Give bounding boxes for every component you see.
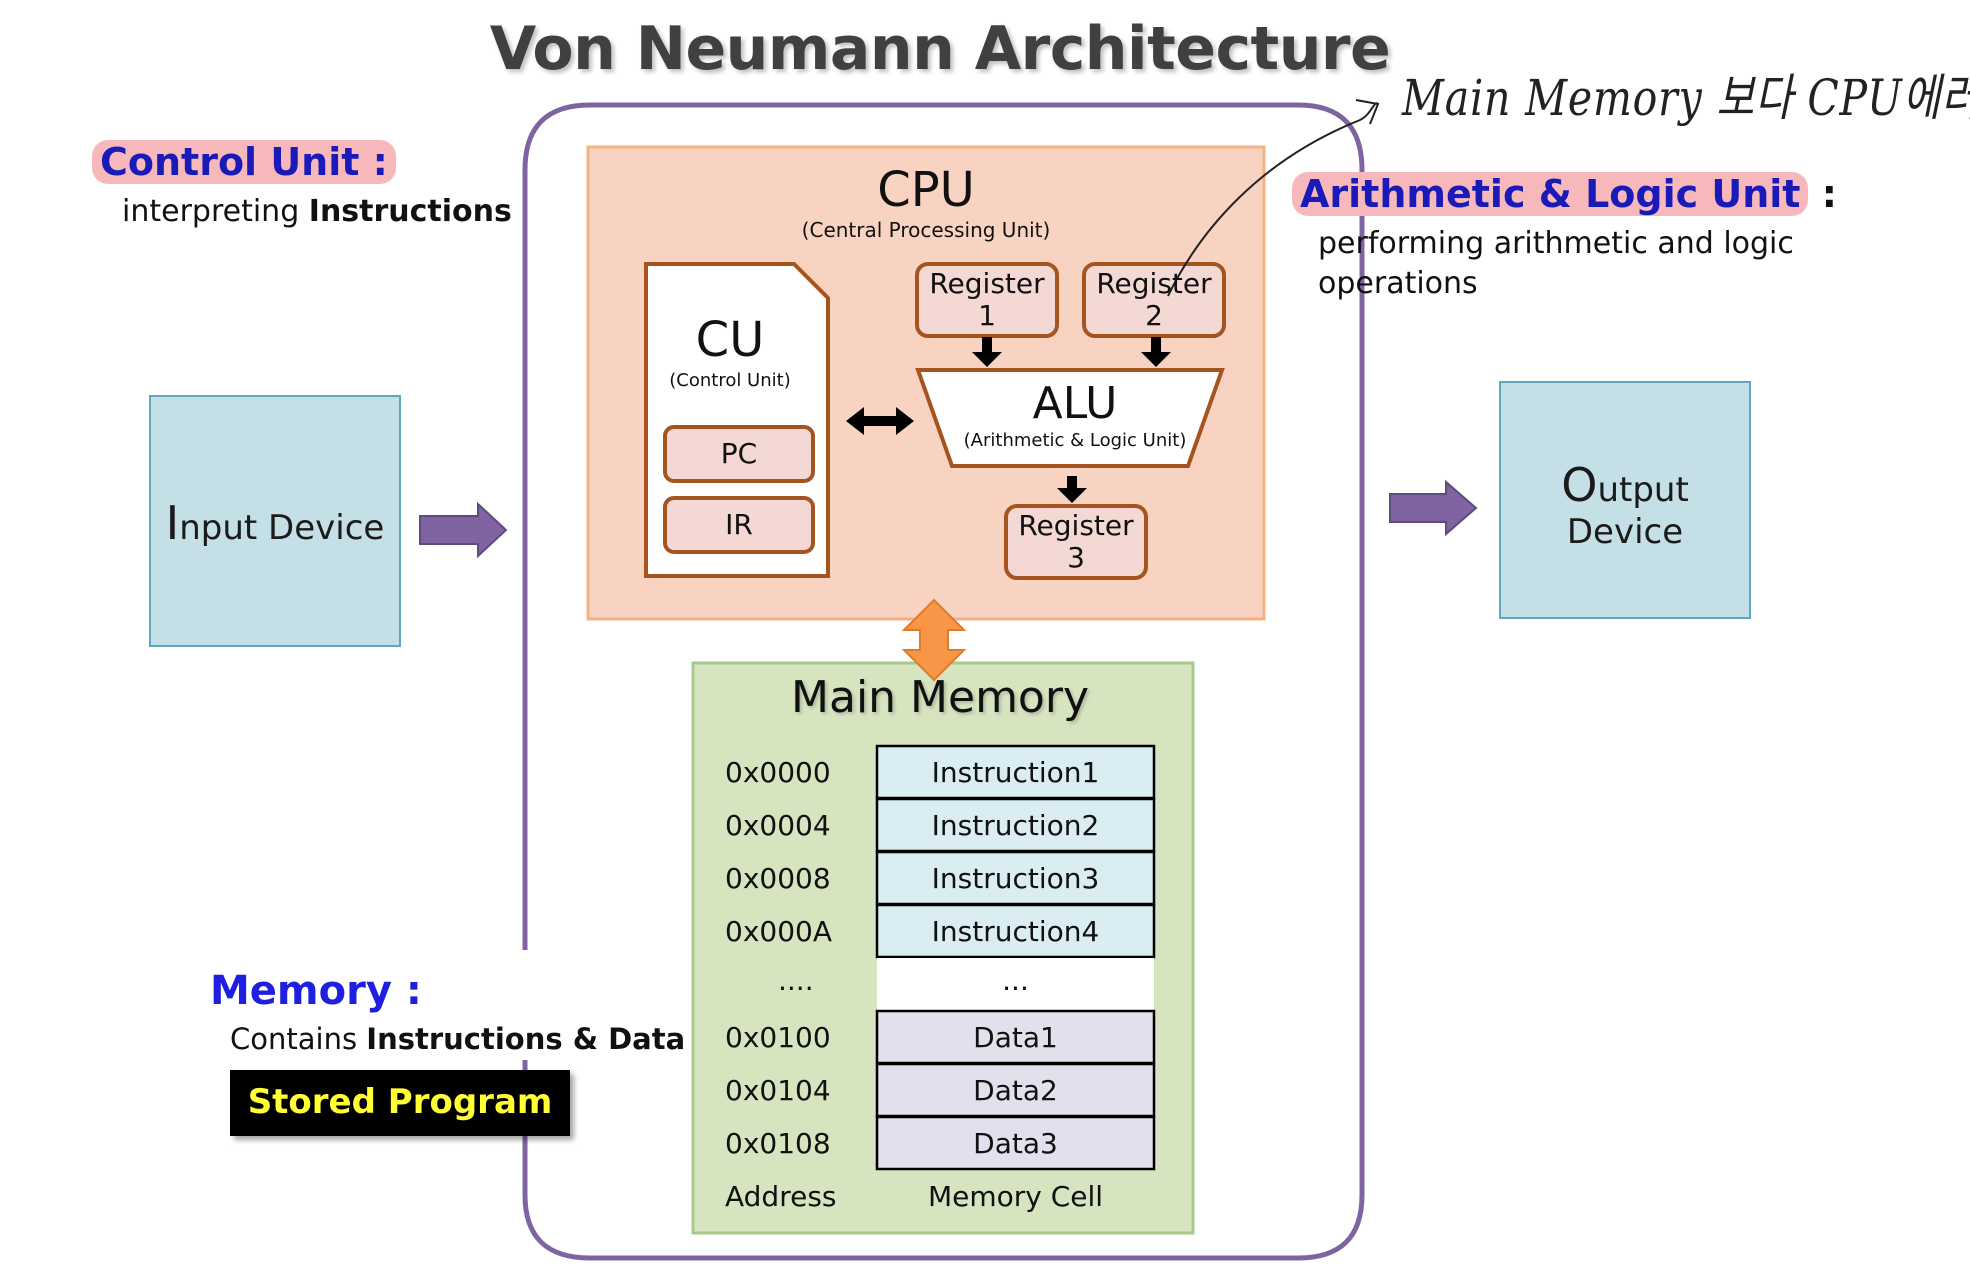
annotation-arrowhead <box>1355 99 1380 125</box>
memory-heading: Memory : <box>210 968 422 1014</box>
memory-cell <box>875 903 1156 959</box>
alu-box <box>915 368 1225 468</box>
cpu-subtitle: (Central Processing Unit) <box>801 218 1051 242</box>
control-unit-heading: Control Unit : <box>92 140 396 184</box>
memory-cell-value: Instruction4 <box>931 915 1100 948</box>
output-device-initial: O <box>1561 458 1598 512</box>
alu-description: performing arithmetic and logic operatio… <box>1318 226 1794 301</box>
memory-address: 0x0000 <box>725 756 831 789</box>
memory-address: 0x0008 <box>725 862 831 895</box>
register-2-label: Register 2 <box>1084 268 1224 332</box>
memory-cell-value: Instruction2 <box>931 809 1100 842</box>
stored-program-label: Stored Program <box>247 1082 553 1122</box>
system-boundary <box>522 102 1365 1261</box>
memory-desc-plain: Contains <box>230 1022 367 1056</box>
memory-cell-gap <box>877 958 1154 1010</box>
register-1-down-arrow <box>972 337 1002 367</box>
memory-address-ellipsis: .... <box>778 964 814 997</box>
cu-subtitle: (Control Unit) <box>669 370 791 391</box>
page-title: Von Neumann Architecture <box>489 14 1391 84</box>
memory-cell-column-header: Memory Cell <box>927 1180 1104 1213</box>
input-flow-arrow <box>419 501 508 559</box>
memory-cell-value: Data1 <box>973 1021 1058 1054</box>
register-1-label: Register 1 <box>917 268 1057 332</box>
memory-address: 0x000A <box>725 915 832 948</box>
alu-title: ALU <box>1032 378 1118 429</box>
alu-down-arrow <box>1057 476 1087 503</box>
cpu-memory-double-arrow <box>901 598 967 682</box>
input-device-initial: I <box>165 496 180 550</box>
input-device-rest: nput Device <box>179 508 385 548</box>
memory-cell <box>875 850 1156 906</box>
memory-cell <box>875 1009 1156 1065</box>
memory-address: 0x0104 <box>725 1074 831 1107</box>
register-3-box <box>1004 504 1148 580</box>
memory-cell-ellipsis: ... <box>1002 964 1029 997</box>
ir-label: IR <box>725 508 753 541</box>
alu-heading: Arithmetic & Logic Unit : <box>1292 172 1837 216</box>
pc-label: PC <box>720 437 758 470</box>
register-1-line1: Register <box>929 267 1045 300</box>
memory-cell-value: Instruction1 <box>931 756 1100 789</box>
memory-cell-value: Instruction3 <box>931 862 1100 895</box>
alu-heading-text: Arithmetic & Logic Unit <box>1292 172 1809 216</box>
ir-box <box>663 496 815 554</box>
alu-heading-colon: : <box>1808 172 1837 216</box>
output-device-box <box>1499 381 1751 619</box>
cpu-title: CPU <box>877 162 975 218</box>
cu-alu-double-arrow <box>846 407 914 435</box>
memory-cell <box>875 1115 1156 1171</box>
handwritten-note: Main Memory 보다 CPU에러 가 <box>1402 69 1970 127</box>
control-unit-desc-bold: Instructions <box>308 194 512 229</box>
memory-desc-bold: Instructions & Data <box>366 1022 686 1056</box>
register-2-down-arrow <box>1141 337 1171 367</box>
annotation-pointer <box>1167 102 1379 297</box>
register-3-label: Register 3 <box>1006 510 1146 574</box>
cu-title: CU <box>695 312 765 368</box>
pc-box <box>663 425 815 483</box>
control-unit-desc-plain: interpreting <box>122 194 309 229</box>
memory-cell-value: Data2 <box>973 1074 1058 1107</box>
memory-address: 0x0108 <box>725 1127 831 1160</box>
register-2-line1: Register <box>1096 267 1212 300</box>
output-device-rest: utput <box>1597 470 1689 510</box>
control-unit-description: interpreting Instructions <box>122 194 512 229</box>
memory-address: 0x0100 <box>725 1021 831 1054</box>
register-1-line2: 1 <box>978 299 996 332</box>
control-unit-heading-text: Control Unit : <box>92 140 396 184</box>
register-2-line2: 2 <box>1145 299 1163 332</box>
memory-cells <box>875 744 1156 1171</box>
memory-cell-value: Data3 <box>973 1127 1058 1160</box>
input-device-box <box>149 395 401 647</box>
memory-cell <box>875 1062 1156 1118</box>
memory-cell <box>875 744 1156 800</box>
address-column-header: Address <box>725 1180 837 1213</box>
memory-address: 0x0004 <box>725 809 831 842</box>
register-1-box <box>915 262 1059 338</box>
alu-subtitle: (Arithmetic & Logic Unit) <box>963 430 1187 451</box>
main-memory-title: Main Memory <box>791 672 1089 723</box>
stored-program-badge <box>230 1070 570 1136</box>
memory-description: Contains Instructions & Data <box>230 1022 685 1056</box>
output-device-label-line1: Output <box>1500 458 1750 512</box>
register-3-line2: 3 <box>1067 541 1085 574</box>
input-device-label: Input Device <box>150 496 400 550</box>
output-device-label-line2: Device <box>1566 512 1684 552</box>
register-2-box <box>1082 262 1226 338</box>
output-flow-arrow <box>1389 479 1478 537</box>
register-3-line1: Register <box>1018 509 1134 542</box>
